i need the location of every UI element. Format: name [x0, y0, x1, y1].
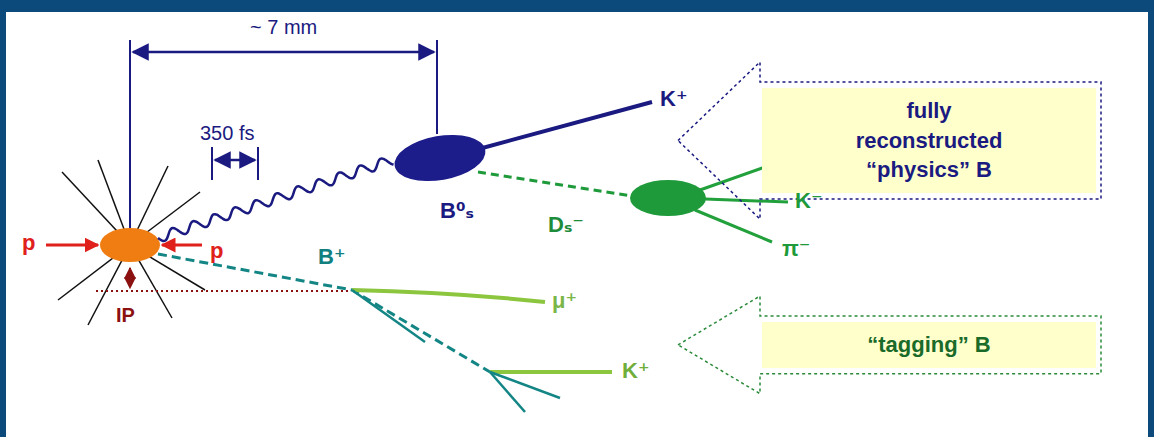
beam-label: p: [22, 230, 35, 255]
dimension-label: ~ 7 mm: [250, 16, 317, 39]
track-spray: [58, 160, 205, 325]
callout-outline: [678, 62, 1101, 219]
decay-vertex-blob: [391, 128, 489, 187]
decay-vertex-blob: [630, 180, 706, 216]
dimension-tick: [436, 40, 438, 134]
particle-label: μ⁺: [552, 288, 577, 313]
beam-label: p: [210, 238, 223, 263]
frame-band: [0, 0, 1154, 12]
particle-label: B⁰ₛ: [440, 198, 474, 223]
particle-label: B⁺: [318, 244, 346, 269]
b-plus-flight: [158, 254, 490, 372]
callout-text: fully reconstructed “physics” B: [839, 96, 1019, 185]
primary-vertex-blob: [100, 228, 160, 262]
beam-arrow: [46, 244, 98, 247]
callout-text: “tagging” B: [839, 330, 1019, 360]
kaon-track: [490, 370, 612, 374]
particle-label: K⁺: [660, 86, 688, 111]
callout-arrow: “tagging” B: [762, 322, 1096, 368]
dimension-arrow: [215, 159, 255, 162]
muon-track: [352, 290, 545, 302]
bs-oscillation-line: [158, 158, 394, 241]
callout-arrow: fully reconstructed “physics” B: [762, 88, 1096, 193]
track-extrapolation: [96, 290, 350, 292]
frame-band: [0, 0, 6, 437]
callout-outline: [678, 296, 1101, 394]
track: [352, 290, 425, 342]
dimension-label: 350 fs: [200, 122, 254, 145]
particle-label: π⁻: [782, 236, 810, 261]
track: [490, 372, 560, 398]
kaon-track: [475, 102, 652, 150]
dimension-tick: [129, 40, 131, 228]
impact-parameter-label: IP: [116, 304, 135, 327]
dimension-tick: [257, 147, 259, 180]
dimension-tick: [211, 147, 213, 180]
ds-flight: [478, 172, 632, 196]
frame-band: [1148, 0, 1154, 437]
dimension-arrow: [133, 51, 434, 54]
beam-arrow: [162, 244, 202, 247]
particle-label: Dₛ⁻: [548, 212, 584, 237]
particle-label: K⁺: [622, 358, 650, 383]
impact-parameter-arrow: [129, 268, 131, 288]
